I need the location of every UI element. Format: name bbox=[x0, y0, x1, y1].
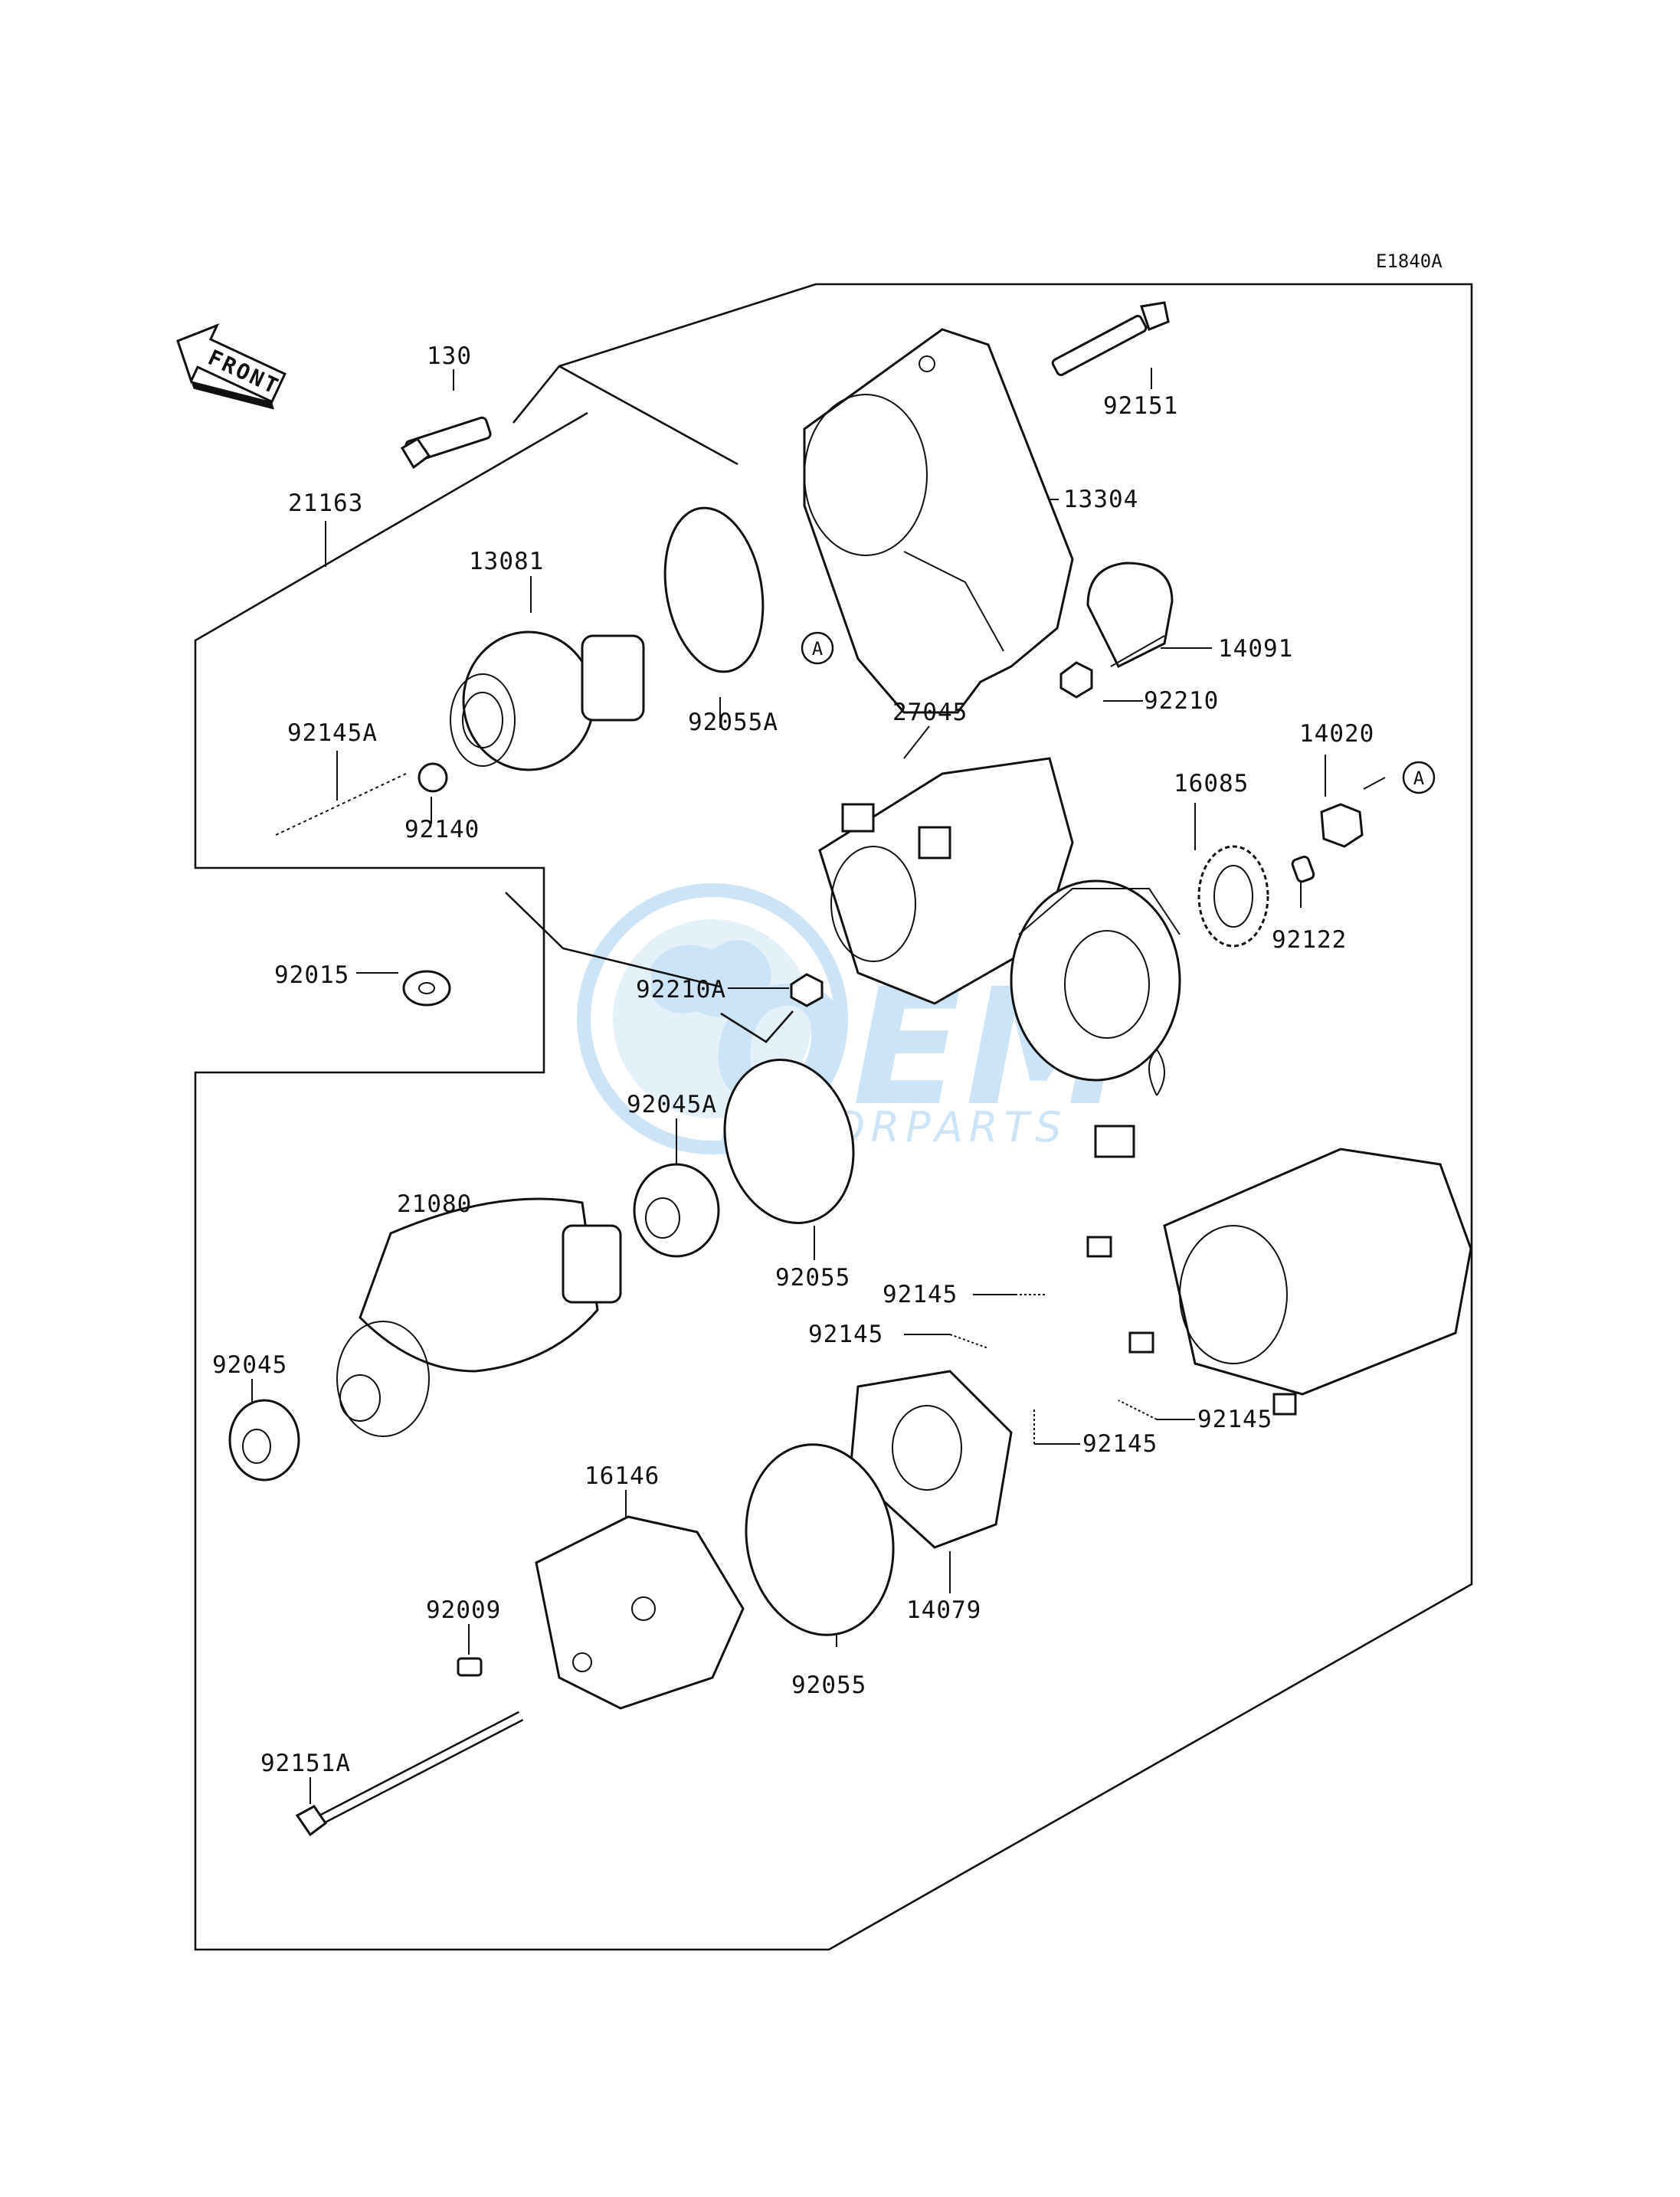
part-brush-housing[interactable] bbox=[1010, 879, 1181, 1082]
label-14091[interactable]: 14091 bbox=[1218, 635, 1293, 663]
part-14091-cap[interactable] bbox=[1086, 562, 1174, 669]
label-14079[interactable]: 14079 bbox=[906, 1596, 981, 1624]
ref-marker-a-2: A bbox=[1402, 761, 1436, 794]
part-92122-pin[interactable] bbox=[1291, 855, 1315, 883]
label-21080[interactable]: 21080 bbox=[397, 1190, 472, 1218]
diagram-code: E1840A bbox=[1376, 250, 1443, 272]
ref-marker-a-1: A bbox=[801, 631, 834, 665]
part-92210A-nut[interactable] bbox=[790, 973, 824, 1007]
label-13304[interactable]: 13304 bbox=[1063, 486, 1138, 513]
label-92145-3[interactable]: 92145 bbox=[1197, 1406, 1272, 1433]
label-130[interactable]: 130 bbox=[427, 342, 472, 370]
label-92122[interactable]: 92122 bbox=[1272, 926, 1347, 954]
part-92009-screw[interactable] bbox=[457, 1657, 483, 1677]
part-92145-springs[interactable] bbox=[949, 1294, 1158, 1444]
label-92210A[interactable]: 92210A bbox=[636, 976, 726, 1004]
label-16146[interactable]: 16146 bbox=[585, 1462, 660, 1490]
part-14079-brush-holder[interactable] bbox=[849, 1370, 1013, 1549]
label-92055A[interactable]: 92055A bbox=[688, 709, 778, 736]
label-92151[interactable]: 92151 bbox=[1103, 392, 1178, 420]
part-92055-oring-upper[interactable] bbox=[707, 1045, 871, 1237]
label-92055-upper[interactable]: 92055 bbox=[775, 1264, 850, 1292]
part-92055-oring-lower[interactable] bbox=[732, 1432, 909, 1646]
part-92045-bearing[interactable] bbox=[228, 1399, 300, 1482]
label-92145A[interactable]: 92145A bbox=[287, 719, 378, 747]
part-13081-clutch[interactable] bbox=[450, 630, 645, 771]
part-16085-gear[interactable] bbox=[1197, 845, 1269, 948]
part-92145A-spring[interactable] bbox=[275, 773, 407, 836]
part-yoke[interactable] bbox=[1086, 1048, 1472, 1416]
label-13081[interactable]: 13081 bbox=[469, 548, 544, 575]
part-27045-solenoid[interactable] bbox=[818, 757, 1074, 1005]
part-130-bolt[interactable] bbox=[400, 416, 492, 470]
label-92145-4[interactable]: 92145 bbox=[1082, 1430, 1158, 1458]
label-92140[interactable]: 92140 bbox=[404, 816, 480, 843]
label-92045A[interactable]: 92045A bbox=[627, 1091, 717, 1118]
label-92045[interactable]: 92045 bbox=[212, 1351, 287, 1379]
ref-marker-a-2-text: A bbox=[1413, 768, 1425, 789]
label-27045[interactable]: 27045 bbox=[892, 699, 968, 726]
part-92210-nut[interactable] bbox=[1059, 661, 1093, 699]
label-92009[interactable]: 92009 bbox=[426, 1596, 501, 1624]
label-21163[interactable]: 21163 bbox=[288, 489, 363, 517]
part-92055A-oring[interactable] bbox=[653, 500, 775, 679]
assembly-outline bbox=[194, 283, 1473, 1951]
label-14020[interactable]: 14020 bbox=[1299, 720, 1374, 748]
label-92151A[interactable]: 92151A bbox=[260, 1750, 351, 1777]
part-13304-cover[interactable] bbox=[803, 328, 1074, 714]
part-labels: 130 92151 21163 13304 13081 14091 92055A… bbox=[212, 342, 1374, 1777]
label-92055-lower[interactable]: 92055 bbox=[791, 1671, 866, 1699]
part-92151A-long-bolt[interactable] bbox=[295, 1711, 524, 1837]
part-92140-ball[interactable] bbox=[418, 762, 448, 793]
label-92210[interactable]: 92210 bbox=[1144, 687, 1219, 715]
ref-marker-a-1-text: A bbox=[812, 638, 824, 660]
part-92015-washer[interactable] bbox=[402, 970, 451, 1007]
label-16085[interactable]: 16085 bbox=[1174, 770, 1249, 797]
label-92145-2[interactable]: 92145 bbox=[808, 1321, 883, 1348]
label-92015[interactable]: 92015 bbox=[274, 961, 349, 989]
label-92145-1[interactable]: 92145 bbox=[883, 1281, 958, 1308]
part-92045A-bearing[interactable] bbox=[633, 1163, 720, 1258]
part-16146-end-cover[interactable] bbox=[535, 1515, 745, 1710]
part-92151-bolt[interactable] bbox=[1051, 301, 1170, 376]
front-arrow-icon: FRONT bbox=[176, 323, 287, 410]
part-21080-armature[interactable] bbox=[336, 1197, 622, 1437]
part-14020-coupling[interactable] bbox=[1320, 803, 1364, 848]
